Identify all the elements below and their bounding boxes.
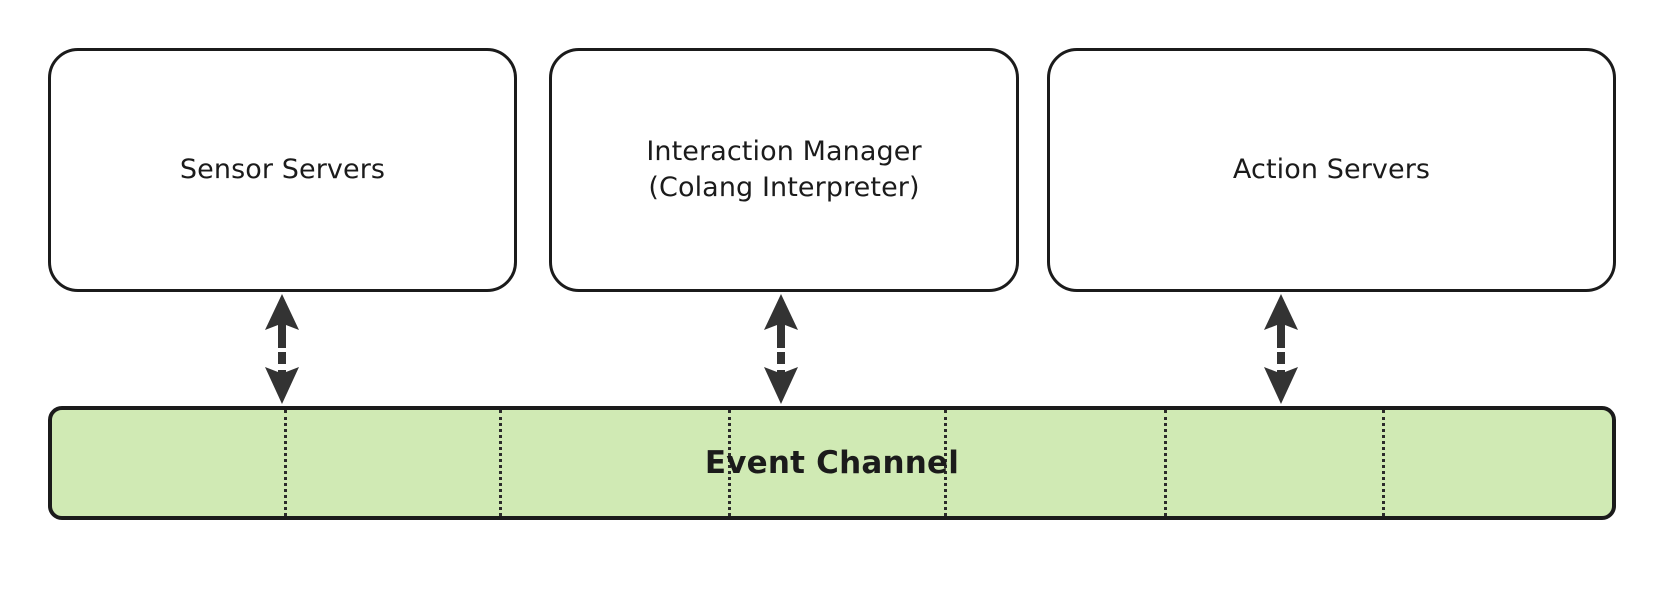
dash-segment xyxy=(1277,352,1285,364)
component-sublabel-colang-interpreter: (Colang Interpreter) xyxy=(648,172,920,203)
component-box-interaction-manager[interactable]: Interaction Manager (Colang Interpreter) xyxy=(549,48,1019,292)
component-box-sensor-servers[interactable]: Sensor Servers xyxy=(48,48,517,292)
arrowhead-up-icon xyxy=(265,294,299,348)
channel-divider xyxy=(944,410,947,516)
event-channel-label: Event Channel xyxy=(704,445,960,481)
channel-divider xyxy=(1382,410,1385,516)
arrowhead-down-icon xyxy=(764,367,798,404)
connector-action-to-channel xyxy=(1258,292,1304,406)
connector-interaction-to-channel xyxy=(758,292,804,406)
channel-divider xyxy=(499,410,502,516)
channel-divider xyxy=(1164,410,1167,516)
dash-segment xyxy=(777,352,785,364)
component-label-interaction-manager: Interaction Manager xyxy=(646,136,922,168)
arrowhead-up-icon xyxy=(1264,294,1298,348)
dash-segment xyxy=(278,352,286,364)
channel-divider xyxy=(284,410,287,516)
connector-sensor-to-channel xyxy=(259,292,305,406)
arrowhead-up-icon xyxy=(764,294,798,348)
component-label-action-servers: Action Servers xyxy=(1232,154,1431,186)
arrowhead-down-icon xyxy=(265,367,299,404)
component-label-sensor-servers: Sensor Servers xyxy=(179,154,386,186)
component-box-action-servers[interactable]: Action Servers xyxy=(1047,48,1616,292)
event-channel-bar[interactable]: Event Channel xyxy=(48,406,1616,520)
arrowhead-down-icon xyxy=(1264,367,1298,404)
channel-divider xyxy=(728,410,731,516)
